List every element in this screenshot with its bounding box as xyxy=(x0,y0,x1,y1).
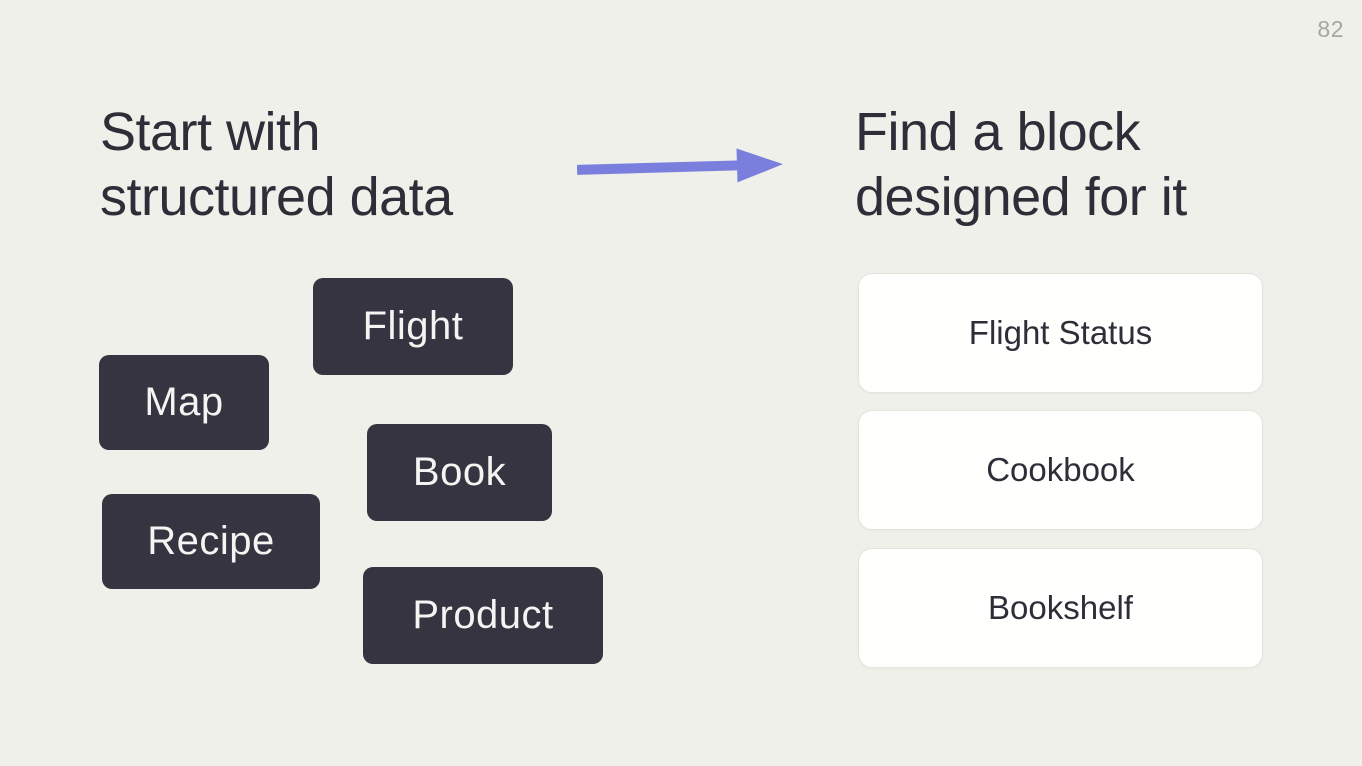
heading-left: Start with structured data xyxy=(100,100,453,230)
heading-right-line1: Find a block xyxy=(855,102,1141,162)
heading-right: Find a block designed for it xyxy=(855,100,1187,230)
page-number: 82 xyxy=(1317,16,1344,42)
card-cookbook: Cookbook xyxy=(858,410,1263,530)
chip-recipe: Recipe xyxy=(102,494,320,589)
card-bookshelf: Bookshelf xyxy=(858,548,1263,668)
chip-map: Map xyxy=(99,355,269,450)
arrow-right-icon xyxy=(576,144,785,190)
chip-flight: Flight xyxy=(313,278,513,375)
heading-left-line2: structured data xyxy=(100,166,453,227)
chip-book: Book xyxy=(367,424,552,521)
heading-right-line2: designed for it xyxy=(855,166,1187,227)
heading-left-line1: Start with xyxy=(100,102,321,162)
chip-product: Product xyxy=(363,567,603,664)
card-flight-status: Flight Status xyxy=(858,273,1263,393)
